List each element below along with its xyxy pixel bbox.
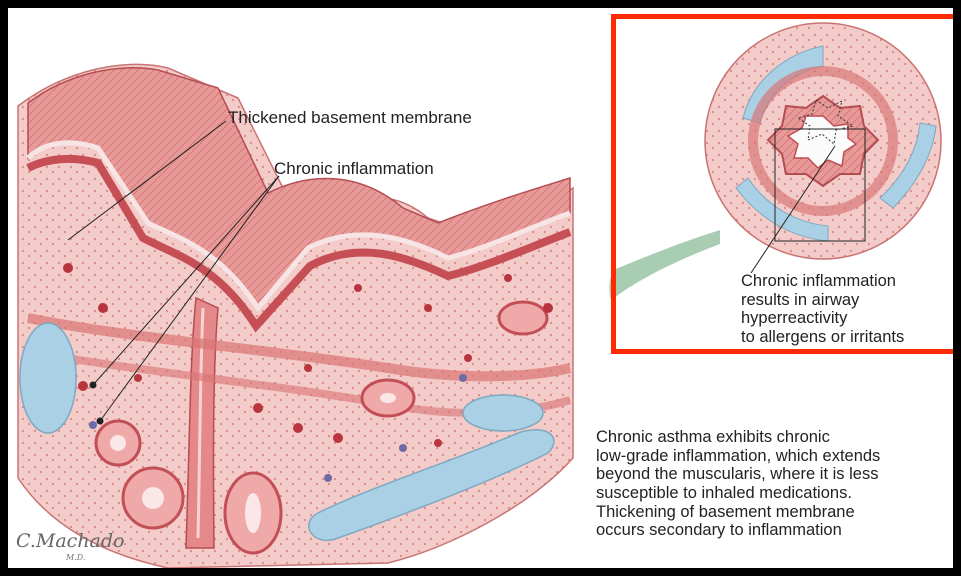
artist-credential: M.D. xyxy=(66,553,85,562)
description-text: Chronic asthma exhibits chronic low-grad… xyxy=(596,428,880,540)
description-line: beyond the muscularis, where it is less xyxy=(596,465,880,484)
label-chronic-inflammation: Chronic inflammation xyxy=(274,159,434,178)
label-thickened-basement-membrane: Thickened basement membrane xyxy=(228,108,472,127)
slide: Thickened basement membrane Chronic infl… xyxy=(8,8,953,568)
description-line: susceptible to inhaled medications. xyxy=(596,484,880,503)
description-line: low-grade inflammation, which extends xyxy=(596,447,880,466)
vessel xyxy=(463,395,543,431)
description-line: occurs secondary to inflammation xyxy=(596,521,880,540)
description-line: Thickening of basement membrane xyxy=(596,503,880,522)
vessel xyxy=(20,323,76,433)
description-line: Chronic asthma exhibits chronic xyxy=(596,428,880,447)
artist-signature: C.Machado xyxy=(16,530,125,552)
highlight-box xyxy=(611,14,953,354)
